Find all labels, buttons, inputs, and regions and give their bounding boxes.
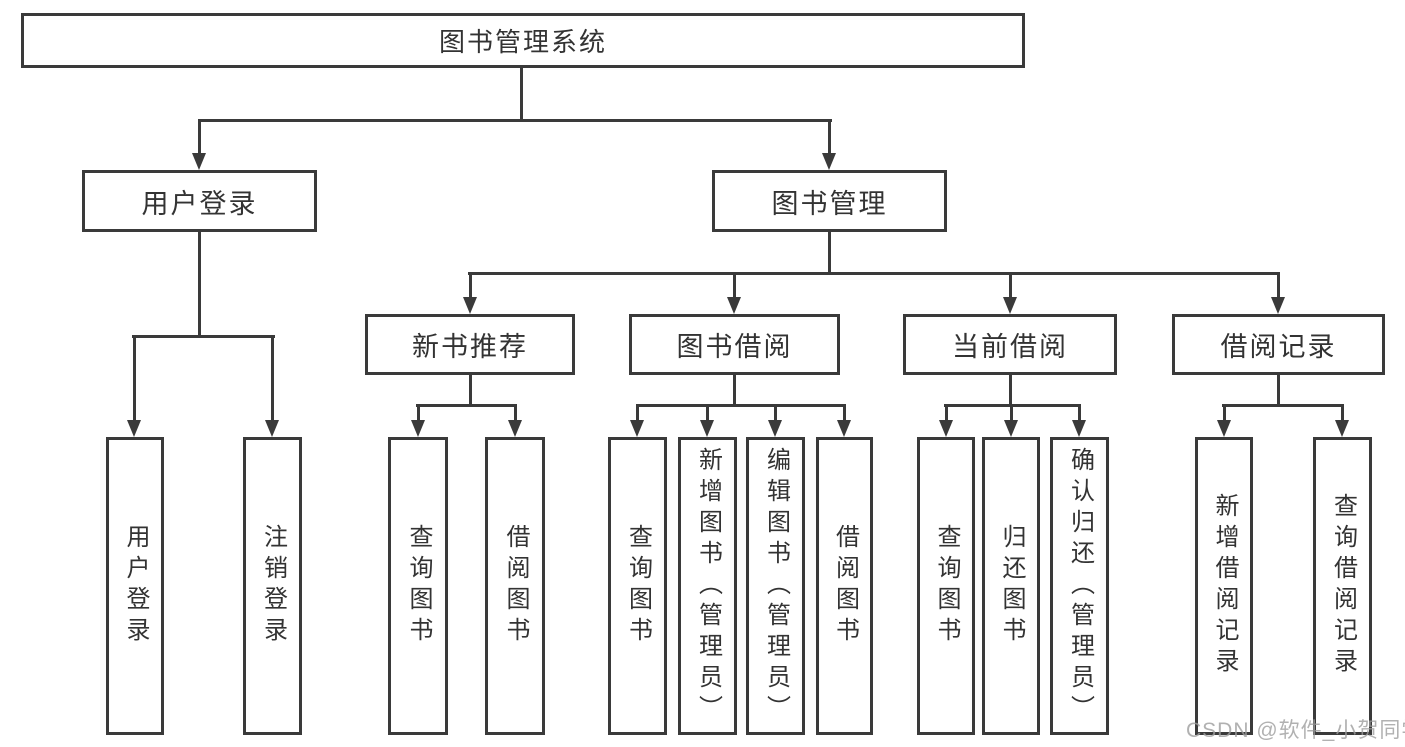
leaf-label: 查询图书 xyxy=(624,524,652,648)
leaf-label: 查询图书 xyxy=(933,524,960,648)
node-new-book-recommend: 新书推荐 xyxy=(365,314,575,375)
node-book-management: 图书管理 xyxy=(712,170,947,232)
connector-vline xyxy=(828,119,831,155)
arrowhead-down-icon xyxy=(1271,297,1285,314)
connector-vline xyxy=(469,374,472,406)
leaf-add-book-admin: 新增图书（管理员） xyxy=(678,437,737,735)
leaf-label: 注销登录 xyxy=(259,524,287,648)
connector-vline xyxy=(198,231,201,336)
connector-hline xyxy=(1222,404,1344,407)
connector-vline xyxy=(1009,374,1012,406)
arrowhead-down-icon xyxy=(1004,420,1018,437)
arrowhead-down-icon xyxy=(768,420,782,437)
connector-vline xyxy=(843,404,846,421)
connector-vline xyxy=(1078,404,1081,421)
arrowhead-down-icon xyxy=(265,420,279,437)
arrowhead-down-icon xyxy=(1003,297,1017,314)
arrowhead-down-icon xyxy=(127,420,141,437)
connector-vline xyxy=(469,272,472,298)
arrowhead-down-icon xyxy=(508,420,522,437)
node-current-borrow: 当前借阅 xyxy=(903,314,1117,375)
arrowhead-down-icon xyxy=(1335,420,1349,437)
connector-vline xyxy=(198,119,201,155)
leaf-query-book: 查询图书 xyxy=(608,437,667,735)
node-book-borrow: 图书借阅 xyxy=(629,314,840,375)
node-label: 用户登录 xyxy=(141,188,258,219)
leaf-label: 新增借阅记录 xyxy=(1211,493,1238,679)
connector-vline xyxy=(1277,374,1280,406)
leaf-query-book: 查询图书 xyxy=(917,437,975,735)
arrowhead-down-icon xyxy=(727,297,741,314)
connector-vline xyxy=(520,66,523,120)
connector-vline xyxy=(133,335,136,421)
leaf-borrow-book: 借阅图书 xyxy=(485,437,545,735)
node-label: 借阅记录 xyxy=(1220,332,1337,362)
arrowhead-down-icon xyxy=(411,420,425,437)
connector-vline xyxy=(417,404,420,421)
connector-vline xyxy=(1223,404,1226,421)
arrowhead-down-icon xyxy=(192,153,206,170)
connector-vline xyxy=(733,272,736,298)
connector-vline xyxy=(1341,404,1344,421)
connector-vline xyxy=(945,404,948,421)
leaf-return-book: 归还图书 xyxy=(982,437,1040,735)
node-label: 图书管理系统 xyxy=(438,27,607,57)
node-library-management-system: 图书管理系统 xyxy=(21,13,1025,68)
arrowhead-down-icon xyxy=(837,420,851,437)
connector-vline xyxy=(828,231,831,274)
csdn-watermark: CSDN @软件_小贺同学 xyxy=(1186,719,1405,742)
leaf-label: 用户登录 xyxy=(122,524,149,648)
leaf-user-login: 用户登录 xyxy=(106,437,164,735)
leaf-label: 借阅图书 xyxy=(502,524,529,648)
leaf-label: 编辑图书（管理员） xyxy=(762,446,790,726)
arrowhead-down-icon xyxy=(822,153,836,170)
connector-hline xyxy=(198,119,832,122)
leaf-label: 新增图书（管理员） xyxy=(694,446,722,726)
leaf-add-borrow-record: 新增借阅记录 xyxy=(1195,437,1253,735)
arrowhead-down-icon xyxy=(939,420,953,437)
arrowhead-down-icon xyxy=(1072,420,1086,437)
leaf-label: 查询借阅记录 xyxy=(1329,493,1357,679)
leaf-label: 归还图书 xyxy=(998,524,1025,648)
connector-hline xyxy=(468,272,1280,275)
connector-hline xyxy=(636,404,846,407)
connector-vline xyxy=(774,404,777,421)
leaf-edit-book-admin: 编辑图书（管理员） xyxy=(746,437,805,735)
leaf-logout: 注销登录 xyxy=(243,437,302,735)
connector-vline xyxy=(1010,404,1013,421)
connector-vline xyxy=(733,374,736,406)
arrowhead-down-icon xyxy=(463,297,477,314)
node-user-login: 用户登录 xyxy=(82,170,317,232)
leaf-query-book: 查询图书 xyxy=(388,437,448,735)
connector-vline xyxy=(271,335,274,421)
arrowhead-down-icon xyxy=(1217,420,1231,437)
connector-hline xyxy=(132,335,275,338)
node-label: 图书借阅 xyxy=(676,332,793,362)
leaf-query-borrow-record: 查询借阅记录 xyxy=(1313,437,1372,735)
connector-vline xyxy=(706,404,709,421)
node-borrow-records: 借阅记录 xyxy=(1172,314,1385,375)
arrowhead-down-icon xyxy=(630,420,644,437)
leaf-label: 确认归还（管理员） xyxy=(1066,446,1094,726)
leaf-label: 查询图书 xyxy=(405,524,432,648)
node-label: 图书管理 xyxy=(771,188,888,219)
connector-hline xyxy=(416,404,517,407)
node-label: 当前借阅 xyxy=(952,332,1068,362)
arrowhead-down-icon xyxy=(700,420,714,437)
leaf-borrow-book: 借阅图书 xyxy=(816,437,873,735)
leaf-label: 借阅图书 xyxy=(831,524,859,648)
connector-vline xyxy=(1009,272,1012,298)
connector-vline xyxy=(514,404,517,421)
node-label: 新书推荐 xyxy=(412,332,528,362)
connector-vline xyxy=(636,404,639,421)
leaf-confirm-return-admin: 确认归还（管理员） xyxy=(1050,437,1109,735)
connector-vline xyxy=(1277,272,1280,298)
